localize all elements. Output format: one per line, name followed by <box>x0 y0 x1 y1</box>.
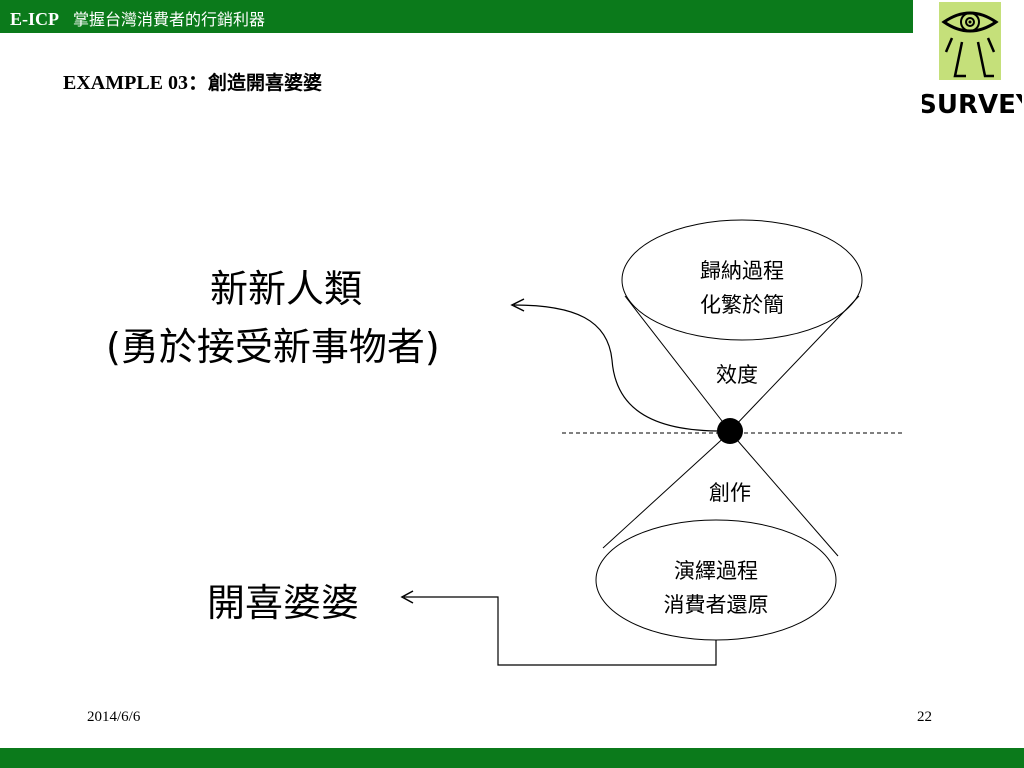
label-validity: 效度 <box>716 363 758 387</box>
funnel-top-left-line <box>624 295 730 431</box>
curved-arrow-up <box>513 304 718 432</box>
top-ellipse-line2: 化繁於簡 <box>700 293 784 317</box>
header-subtitle: 掌握台灣消費者的行銷利器 <box>73 10 266 29</box>
left-upper-line2: (勇於接受新事物者) <box>106 325 440 369</box>
footer-date: 2014/6/6 <box>87 709 141 725</box>
slide-title-prefix: EXAMPLE 03： <box>63 72 208 94</box>
funnel-bottom-left-line <box>602 432 730 549</box>
logo-wordmark: iSURVEY <box>922 90 1022 118</box>
slide-title: EXAMPLE 03：創造開喜婆婆 <box>63 66 322 95</box>
header-code: E-ICP <box>10 9 59 29</box>
arrow-left-head-icon <box>400 590 414 604</box>
funnel-bottom-right-line <box>730 432 839 557</box>
left-lower-label: 開喜婆婆 <box>207 581 360 625</box>
funnel-top-right-line <box>730 295 860 431</box>
arrow-up-head-icon <box>510 298 525 312</box>
isurvey-logo: iSURVEY <box>922 2 1022 118</box>
logo-background <box>939 2 1001 80</box>
footer-bar <box>0 748 1024 768</box>
top-ellipse <box>621 219 863 341</box>
center-dot <box>717 418 743 444</box>
header-bar: E-ICP 掌握台灣消費者的行銷利器 <box>0 0 913 33</box>
eye-spiral-icon <box>941 11 999 78</box>
label-creation: 創作 <box>709 481 751 505</box>
slide-title-main: 創造開喜婆婆 <box>208 72 323 94</box>
left-upper-line1: 新新人類 <box>210 267 363 311</box>
page-number: 22 <box>917 709 932 725</box>
top-ellipse-line1: 歸納過程 <box>700 259 784 283</box>
bottom-ellipse-line2: 消費者還原 <box>663 593 769 617</box>
bottom-ellipse-line1: 演繹過程 <box>674 559 758 583</box>
header-title: E-ICP 掌握台灣消費者的行銷利器 <box>10 6 265 30</box>
elbow-arrow <box>404 596 717 666</box>
